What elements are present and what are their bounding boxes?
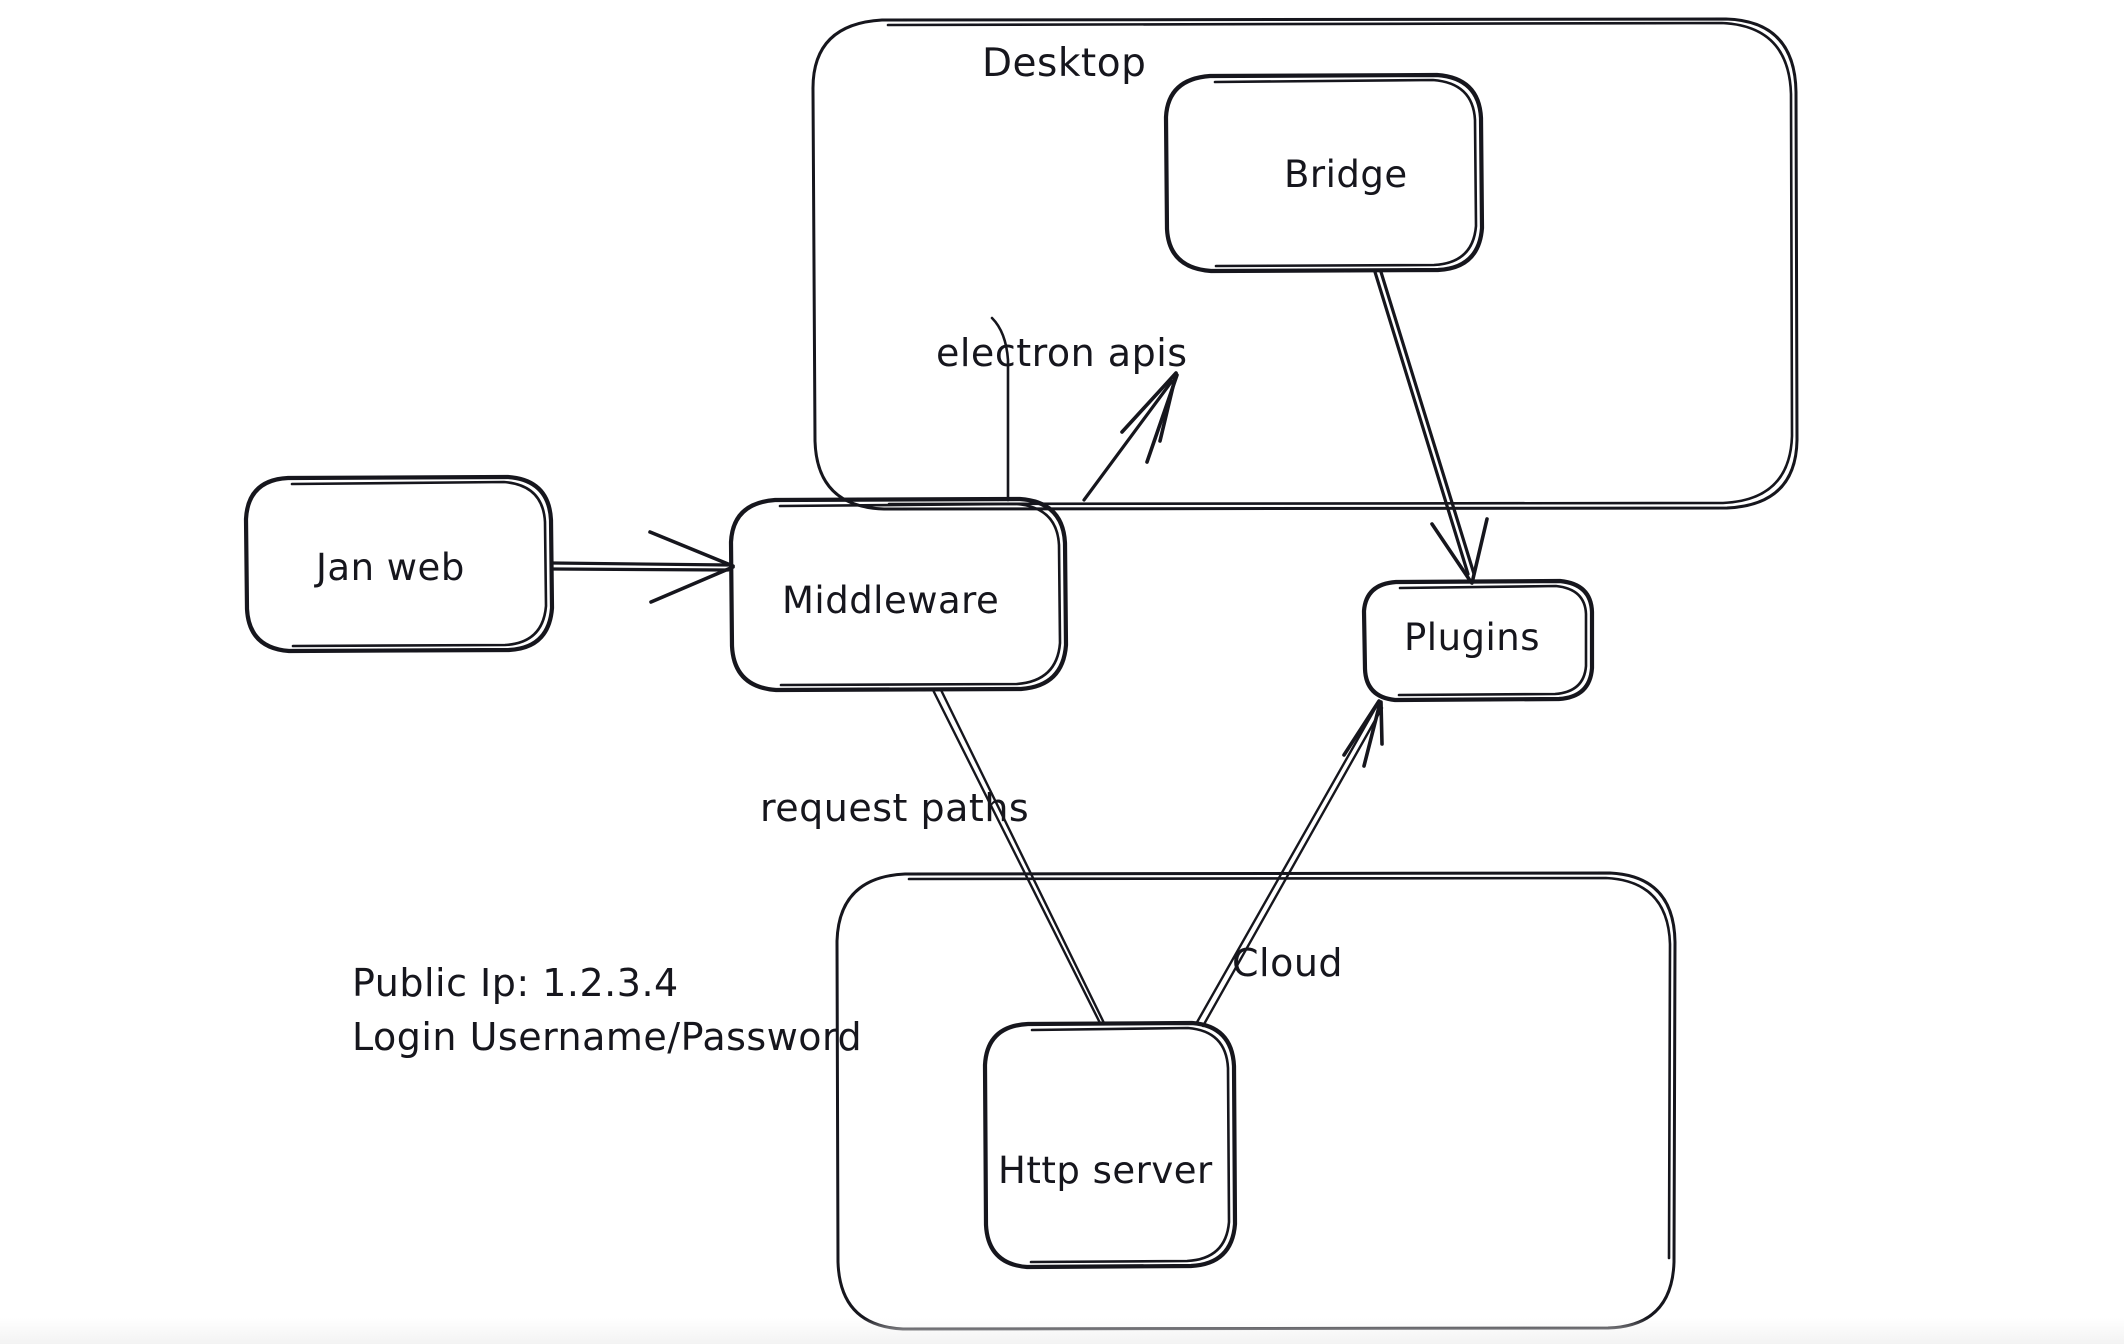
node-label-jan-web: Jan web [316, 546, 465, 589]
group-label-desktop: Desktop [982, 41, 1147, 86]
node-http-server-outline[interactable] [982, 1020, 1238, 1270]
node-label-http-server: Http server [998, 1149, 1213, 1192]
node-middleware-outline[interactable] [728, 496, 1069, 693]
node-label-bridge: Bridge [1284, 153, 1408, 196]
node-bridge-outline[interactable] [1163, 72, 1485, 274]
edge-bridge-to-plugins [1373, 270, 1489, 585]
edge-janweb-to-middleware [550, 530, 735, 604]
edge-label-cloud: Cloud [1232, 941, 1344, 985]
edge-middleware-to-http-server [931, 688, 1106, 1025]
node-jan-web-outline[interactable] [243, 474, 555, 654]
edge-middleware-to-bridge [1082, 371, 1179, 502]
canvas-bottom-fade [0, 1318, 2124, 1344]
note-public-ip: Public Ip: 1.2.3.4 [352, 961, 679, 1005]
node-label-middleware: Middleware [782, 579, 1000, 622]
node-label-plugins: Plugins [1404, 616, 1541, 659]
note-login-credentials: Login Username/Password [352, 1015, 863, 1059]
node-plugins-outline[interactable] [1361, 578, 1595, 703]
edge-label-request-paths: request paths [760, 786, 1030, 830]
desktop-middleware-crossing [990, 316, 1010, 502]
edge-label-electron-apis: electron apis [936, 331, 1188, 375]
edge-http-server-to-plugins [1194, 699, 1384, 1028]
group-desktop-outline [811, 17, 1799, 511]
